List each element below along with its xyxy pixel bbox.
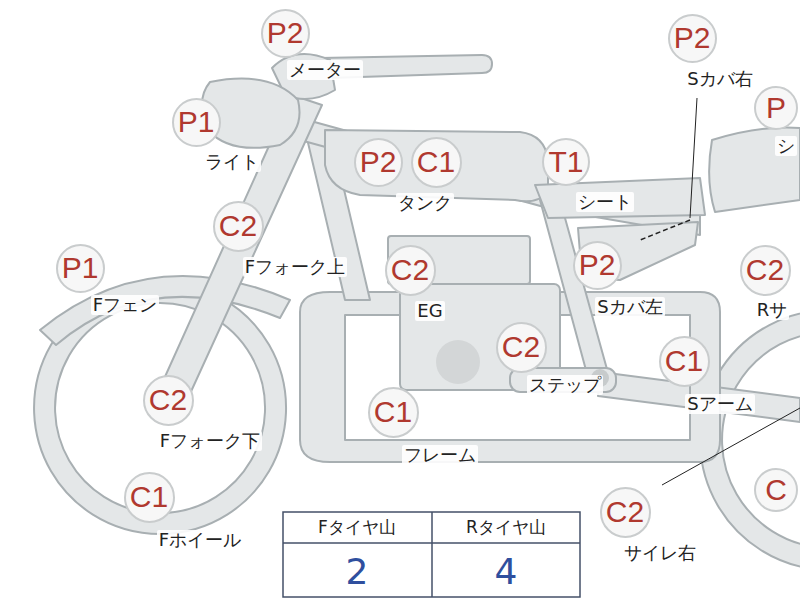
inspection-code: T1 [548, 147, 583, 177]
inspection-code-circle: C1 [124, 472, 175, 523]
part-name: Sカバ左 [595, 297, 664, 318]
inspection-code: P [766, 93, 786, 123]
inspection-code: P1 [62, 253, 99, 283]
part-name: メーター [287, 60, 363, 81]
inspection-code-circle: P [754, 86, 798, 130]
part-name: ライト [203, 152, 261, 173]
inspection-code: C1 [130, 482, 168, 512]
inspection-code: C2 [502, 332, 540, 362]
side-cover [578, 222, 698, 280]
engine-cover [436, 340, 480, 384]
frame-tube [300, 118, 700, 235]
part-name: Fフェン [91, 295, 159, 316]
part-name: シート [576, 192, 634, 213]
inspection-code-circle: C2 [213, 201, 264, 252]
engine-cylinder [388, 236, 530, 284]
part-name: サイレ右 [622, 543, 698, 564]
inspection-code: P2 [579, 250, 616, 280]
inspection-code-circle: P1 [56, 244, 105, 293]
inspection-code-circle: C1 [411, 137, 462, 188]
table-header: Rタイヤ山 [464, 518, 548, 538]
table-value: 4 [493, 551, 520, 592]
leader-line [690, 98, 697, 218]
part-name: Sカバ右 [685, 69, 754, 90]
inspection-code: C2 [746, 255, 784, 285]
inspection-code-circle: P2 [354, 138, 403, 187]
table-header: Fタイヤ山 [316, 518, 398, 538]
inspection-code-circle: T1 [542, 138, 590, 186]
inspection-code-circle: P2 [668, 14, 717, 63]
inspection-code-circle: C2 [496, 322, 547, 373]
inspection-code: C2 [219, 211, 257, 241]
inspection-code: P2 [267, 18, 304, 48]
leader-line [640, 220, 690, 240]
part-name: Fフォーク下 [158, 431, 262, 452]
part-name: EG [415, 301, 444, 322]
inspection-code: C [765, 475, 787, 505]
inspection-code: C1 [374, 397, 412, 427]
inspection-code: P2 [360, 147, 397, 177]
inspection-code: P1 [178, 107, 215, 137]
part-name: タンク [396, 193, 454, 214]
inspection-code: C2 [391, 255, 429, 285]
rear-seat [709, 128, 800, 213]
inspection-code-circle: C2 [740, 245, 791, 296]
inspection-code-circle: P2 [573, 241, 622, 290]
inspection-code: P2 [674, 23, 711, 53]
inspection-code: C1 [417, 147, 455, 177]
inspection-code: C2 [149, 385, 187, 415]
inspection-code: C2 [606, 497, 644, 527]
part-name: Fフォーク上 [243, 257, 347, 278]
inspection-code-circle: C2 [385, 245, 436, 296]
part-name: ステップ [527, 375, 603, 396]
part-name: Sアーム [685, 394, 754, 415]
tire-table [283, 512, 580, 597]
table-value: 2 [344, 551, 371, 592]
inspection-code-circle: C1 [659, 336, 710, 387]
inspection-code-circle: C2 [143, 375, 194, 426]
inspection-code-circle: C [754, 468, 798, 512]
part-name: Rサ [755, 300, 790, 321]
inspection-code: C1 [665, 346, 703, 376]
inspection-code-circle: C1 [368, 387, 419, 438]
part-name: シ [775, 136, 797, 157]
inspection-code-circle: C2 [600, 487, 651, 538]
fuel-tank [325, 130, 548, 201]
inspection-code-circle: P1 [172, 98, 221, 147]
inspection-code-circle: P2 [261, 9, 310, 58]
part-name: フレーム [402, 445, 478, 466]
part-name: Fホイール [157, 530, 243, 551]
